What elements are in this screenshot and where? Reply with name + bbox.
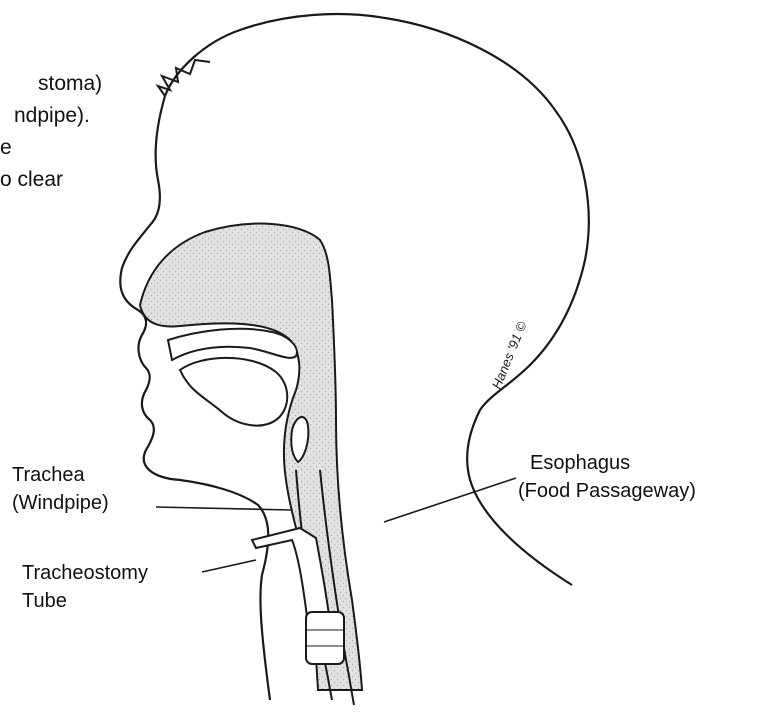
tube-leader-line	[202, 560, 256, 572]
tube-cuff	[306, 612, 344, 664]
esophagus-leader-line	[384, 478, 516, 522]
palate-outline	[168, 329, 297, 360]
label-esophagus: Esophagus	[530, 450, 630, 476]
artist-signature: Hanes '91 ©	[489, 319, 530, 391]
tongue-outline	[180, 358, 287, 426]
label-tube-sub: Tube	[22, 588, 67, 614]
label-trachea-sub: (Windpipe)	[12, 490, 109, 516]
label-esophagus-sub: (Food Passageway)	[518, 478, 696, 504]
trachea-leader-line	[156, 507, 292, 510]
label-trachea: Trachea	[12, 462, 85, 488]
label-tube: Tracheostomy	[22, 560, 148, 586]
